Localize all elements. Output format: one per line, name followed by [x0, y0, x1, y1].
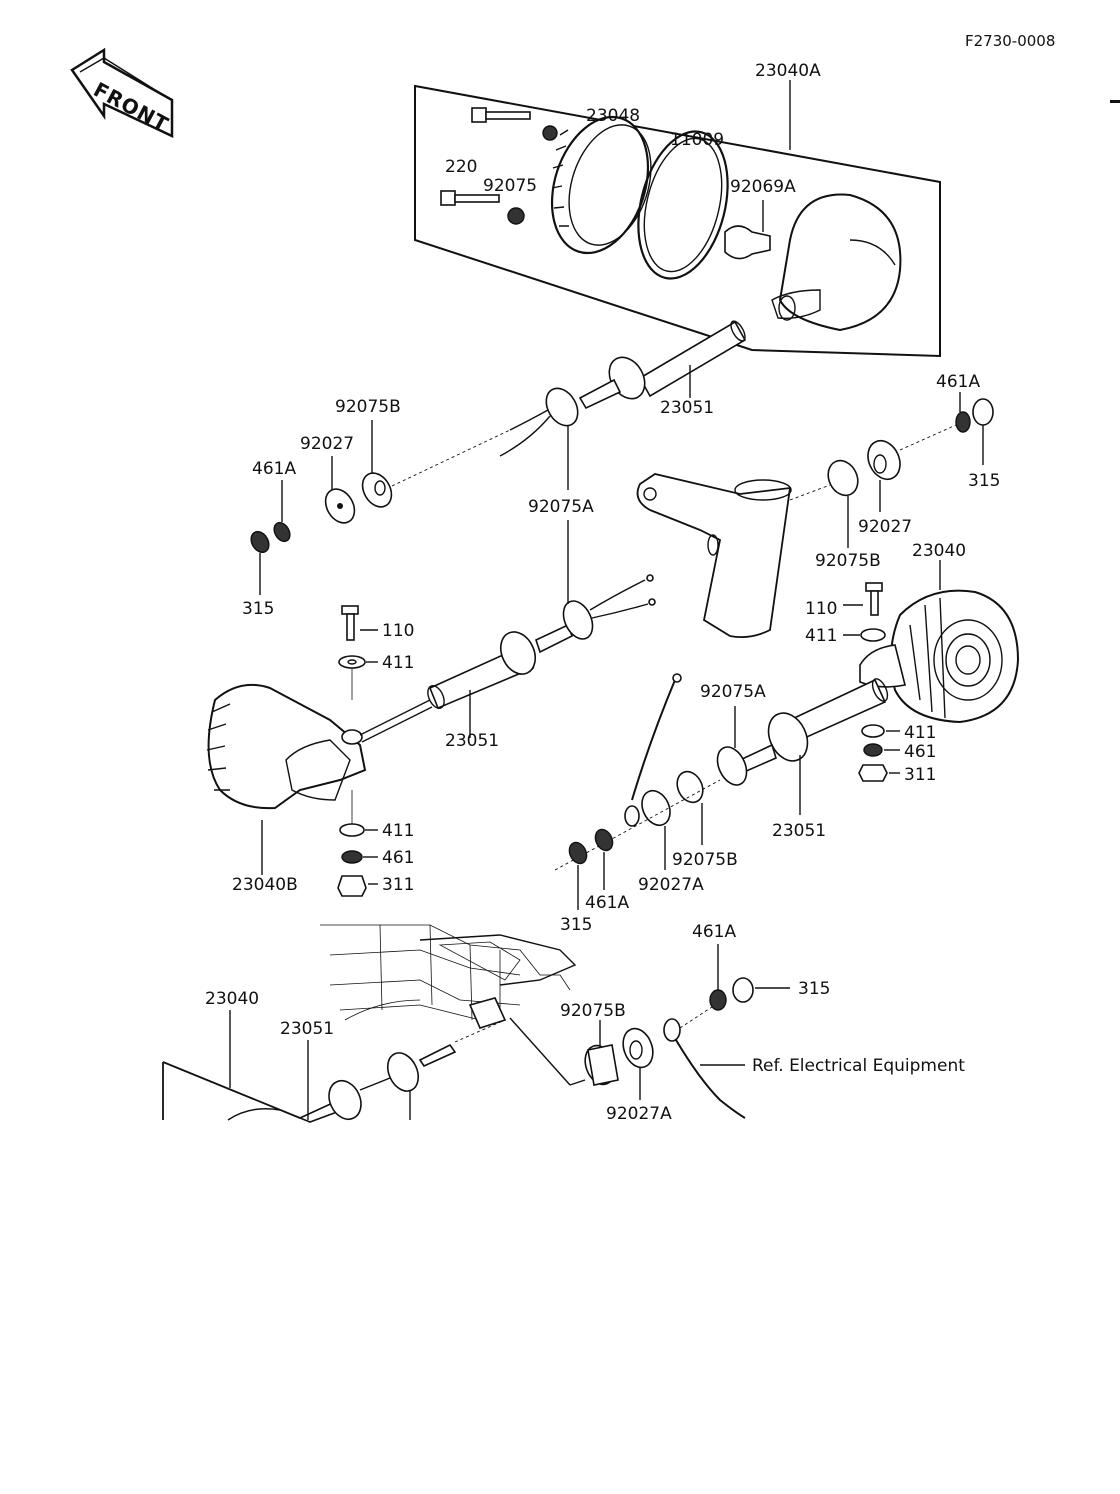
label-411-right-lower: 411 [904, 723, 936, 743]
nut-311-right [858, 764, 900, 782]
wires-upper [391, 409, 551, 487]
label-23040b: 23040B [232, 875, 298, 895]
washer-411-lower-right [861, 724, 900, 738]
label-461a-rear: 461A [692, 922, 736, 942]
stem-23051-top [578, 320, 747, 410]
frame-section [320, 924, 586, 1086]
lockwasher-461a-left [273, 521, 291, 543]
grommet-92075a-mid [562, 520, 656, 640]
nut-311-left [337, 875, 378, 897]
label-110-right: 110 [805, 599, 837, 619]
bolt-110-left [341, 605, 378, 641]
housing-23040 [859, 560, 1020, 724]
label-92075: 92075 [483, 176, 537, 196]
front-arrow-icon: FRONT [70, 47, 174, 138]
lockwasher-461a-mid [594, 828, 614, 890]
label-110-left: 110 [382, 621, 414, 641]
label-411-left-upper: 411 [382, 653, 414, 673]
label-11009: 11009 [670, 130, 724, 150]
part-labels: 23040A 23048 11009 220 92075 92069A 461A… [205, 61, 1000, 1124]
label-315-left: 315 [242, 599, 274, 619]
label-461-right: 461 [904, 742, 936, 762]
housing-23040b [206, 684, 367, 810]
document-code: F2730-0008 [965, 32, 1055, 50]
nut-315-rear [732, 977, 790, 1003]
washer-411-upper-right [843, 628, 886, 642]
grommet-92075b-rear [584, 1020, 619, 1086]
label-23051-mid: 23051 [445, 731, 499, 751]
label-23040-rear: 23040 [205, 989, 259, 1009]
washer-92027a-mid [641, 789, 671, 870]
label-92027-left: 92027 [300, 434, 354, 454]
screw-top [471, 107, 531, 123]
label-92069a: 92069A [730, 177, 796, 197]
label-411-right-upper: 411 [805, 626, 837, 646]
label-411-left-lower: 411 [382, 821, 414, 841]
label-ref-electrical: Ref. Electrical Equipment [752, 1056, 965, 1076]
label-23040a: 23040A [755, 61, 821, 81]
washer-92027-right [867, 439, 901, 512]
bolt-110-right [843, 582, 883, 616]
label-220: 220 [445, 157, 477, 177]
label-461-left: 461 [382, 848, 414, 868]
stem-23051-right [739, 678, 889, 815]
label-23051-right: 23051 [772, 821, 826, 841]
nut-315-left [250, 530, 270, 554]
washer-92027-left [324, 456, 356, 524]
nut-315-right [972, 398, 994, 465]
lockwasher-461-left [341, 850, 378, 864]
lockwasher-461a-rear [709, 944, 727, 1011]
wire-lead-mid [624, 673, 682, 827]
lens-rim-23048 [550, 115, 652, 255]
label-311-right: 311 [904, 765, 936, 785]
stem-23051-mid [359, 623, 573, 743]
grommet-92075b-mid [676, 770, 704, 845]
assembly-box-23040a [414, 80, 941, 358]
grommet-92075b-right [827, 459, 859, 548]
label-461a-left: 461A [252, 459, 296, 479]
label-92027a-rear: 92027A [606, 1104, 672, 1124]
label-92075a-right: 92075A [700, 682, 766, 702]
label-92027a-mid: 92027A [638, 875, 704, 895]
washer-92027a-rear [622, 1027, 654, 1100]
label-315-mid: 315 [560, 915, 592, 935]
label-92075b-mid: 92075B [672, 850, 738, 870]
label-315-rear: 315 [798, 979, 830, 999]
label-92027-right: 92027 [858, 517, 912, 537]
nut-top [542, 125, 558, 141]
bulb-92069a [724, 200, 771, 260]
gasket-11009 [637, 130, 729, 280]
label-315-right-top: 315 [968, 471, 1000, 491]
label-23051-rear: 23051 [280, 1019, 334, 1039]
mounting-bracket [636, 473, 831, 639]
label-23048: 23048 [586, 106, 640, 126]
nut-315-mid [568, 841, 588, 910]
rear-assembly-partial [162, 1010, 457, 1123]
wire-lead-rear [663, 1018, 746, 1119]
housing-23040a [771, 193, 902, 332]
label-461a-mid: 461A [585, 893, 629, 913]
grommet-92075a-right [716, 706, 748, 786]
lockwasher-461-right [863, 743, 900, 757]
screw-220 [440, 190, 500, 206]
label-92075b-left: 92075B [335, 397, 401, 417]
grommet-92075b-left [361, 420, 393, 508]
label-311-left: 311 [382, 875, 414, 895]
lockwasher-461a-right [955, 392, 971, 433]
label-461a-right-top: 461A [936, 372, 980, 392]
washer-411-lower-left [339, 790, 378, 837]
label-23040-right: 23040 [912, 541, 966, 561]
grommet-92075a-upper [545, 387, 579, 490]
label-92075a-upper: 92075A [528, 497, 594, 517]
label-92075b-right: 92075B [815, 551, 881, 571]
nut-92075 [507, 207, 525, 225]
washer-411-upper-left [338, 655, 378, 700]
edge-mark [1110, 100, 1120, 103]
label-23051-top: 23051 [660, 398, 714, 418]
label-92075b-rear: 92075B [560, 1001, 626, 1021]
